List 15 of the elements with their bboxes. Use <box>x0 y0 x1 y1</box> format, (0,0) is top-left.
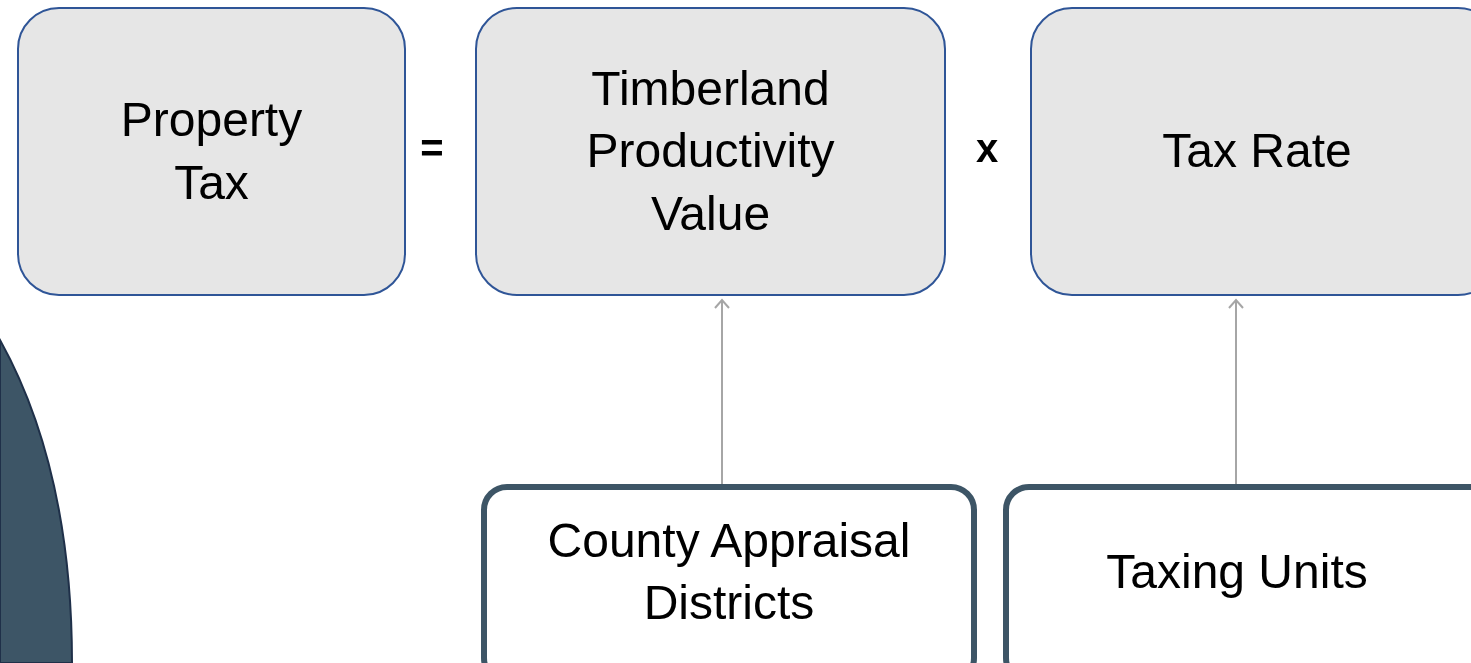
arrow <box>1228 299 1244 485</box>
box-text: Tax Rate <box>1162 123 1352 180</box>
operator-sign: x <box>974 125 1000 172</box>
box-text: County Appraisal Districts <box>546 512 912 631</box>
source-box <box>1003 484 1471 663</box>
curved-band <box>0 339 73 663</box>
box-text: Property Tax <box>119 92 304 211</box>
operator-sign: = <box>419 125 445 172</box>
box-text: Timberland Productivity Value <box>585 60 836 242</box>
source-box <box>481 484 977 663</box>
box-text: Taxing Units <box>1106 543 1368 600</box>
formula-box <box>1030 7 1471 296</box>
formula-box <box>17 7 406 296</box>
formula-box <box>475 7 946 296</box>
arrow <box>714 299 730 485</box>
